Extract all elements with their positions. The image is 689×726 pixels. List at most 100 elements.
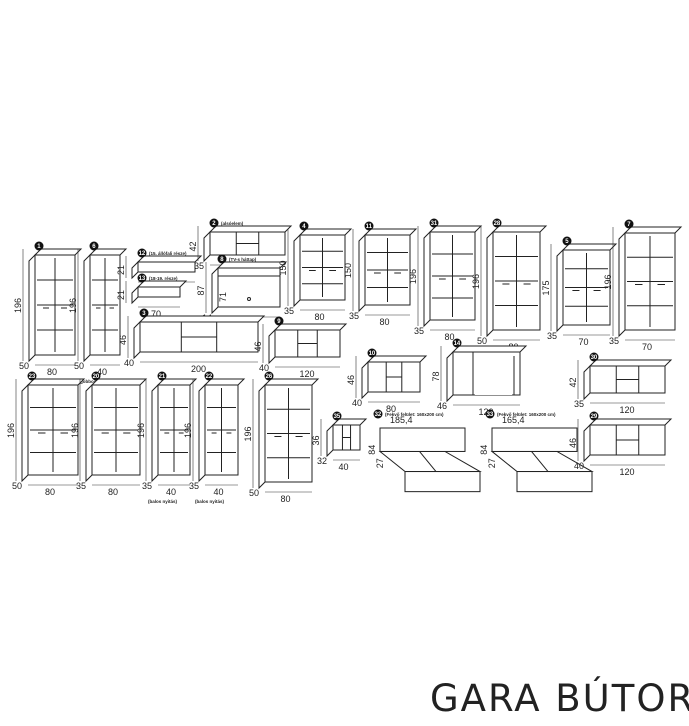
item-number-badge bbox=[589, 352, 599, 362]
side-face bbox=[361, 360, 369, 400]
height-label: 196 bbox=[603, 274, 613, 289]
side-face bbox=[21, 383, 29, 483]
depth-label: 35 bbox=[194, 261, 204, 271]
width-label: 185,4 bbox=[390, 415, 413, 425]
depth-label: 35 bbox=[284, 306, 294, 316]
item-number-badge bbox=[264, 371, 274, 381]
top-face bbox=[136, 255, 203, 263]
height-label: 196 bbox=[13, 298, 23, 313]
item-number: 1 bbox=[37, 244, 41, 250]
top-face bbox=[138, 315, 266, 323]
width-label: 120 bbox=[300, 369, 315, 379]
item-number: 3 bbox=[142, 311, 146, 317]
top-face bbox=[363, 228, 418, 236]
headboard bbox=[491, 427, 578, 452]
depth-label: 35 bbox=[414, 326, 424, 336]
top-face bbox=[561, 243, 618, 251]
top-face bbox=[216, 261, 288, 269]
item-note: (alsóelem) bbox=[221, 221, 244, 226]
height-label: 196 bbox=[6, 423, 16, 438]
depth-label: 35 bbox=[349, 311, 359, 321]
height-label: 196 bbox=[136, 423, 146, 438]
item-number-badge bbox=[139, 308, 149, 318]
bed-footboard bbox=[516, 471, 593, 493]
height-label: 175 bbox=[541, 280, 551, 295]
headboard bbox=[379, 427, 466, 452]
item-number-badge bbox=[624, 219, 634, 229]
brand-logo: GARA BÚTOR bbox=[430, 677, 689, 720]
item-number: 14 bbox=[454, 341, 461, 347]
item-number: 7 bbox=[627, 222, 631, 228]
depth-label: 35 bbox=[142, 481, 152, 491]
depth-label: 50 bbox=[249, 488, 259, 498]
top-face bbox=[428, 225, 483, 233]
item-number-badge bbox=[452, 338, 462, 348]
height-label: 46 bbox=[568, 438, 578, 448]
height-label: 87 bbox=[196, 285, 206, 295]
height-label: 150 bbox=[278, 260, 288, 275]
item-number-badge bbox=[562, 236, 572, 246]
depth-label: 32 bbox=[317, 456, 327, 466]
item-number-badge bbox=[204, 371, 214, 381]
depth-label: 50 bbox=[12, 481, 22, 491]
item-number: 20 bbox=[93, 374, 100, 380]
top-face bbox=[588, 359, 673, 367]
width-label: 40 bbox=[214, 487, 224, 497]
item-note: (balos nyitás) bbox=[195, 499, 225, 504]
top-face bbox=[366, 355, 428, 363]
depth-label: 50 bbox=[477, 336, 487, 346]
item-number: 23 bbox=[29, 374, 36, 380]
item-number: 26 bbox=[266, 374, 273, 380]
width-label: 80 bbox=[386, 404, 396, 414]
item-number-badge bbox=[157, 371, 167, 381]
height-label: 196 bbox=[408, 269, 418, 284]
top-face bbox=[451, 345, 528, 353]
depth-label: 35 bbox=[547, 331, 557, 341]
item-number-badge bbox=[89, 241, 99, 251]
depth-label: 50 bbox=[19, 361, 29, 371]
depth-label: 35 bbox=[609, 336, 619, 346]
item-number-badge bbox=[137, 248, 147, 258]
side-face bbox=[618, 231, 626, 338]
side-face bbox=[423, 230, 431, 328]
depth-label: 46 bbox=[437, 401, 447, 411]
width-label: 40 bbox=[166, 487, 176, 497]
item-number: 33 bbox=[487, 412, 494, 418]
furniture-item-5: 175 70 35 5 bbox=[541, 236, 618, 347]
width-label: 80 bbox=[315, 312, 325, 322]
item-number: 2 bbox=[212, 221, 216, 227]
height-label: 196 bbox=[68, 298, 78, 313]
depth-label: 40 bbox=[352, 398, 362, 408]
item-number: 28 bbox=[494, 221, 501, 227]
bed-frame bbox=[378, 450, 482, 473]
width-label: 165,4 bbox=[502, 415, 525, 425]
item-number: 35 bbox=[334, 414, 341, 420]
item-number-badge bbox=[217, 254, 227, 264]
side-face bbox=[83, 253, 91, 363]
height-label: 84 bbox=[479, 445, 489, 455]
height-label: 46 bbox=[253, 341, 263, 351]
depth-label: 40 bbox=[124, 358, 134, 368]
height-label: 46 bbox=[346, 375, 356, 385]
side-face bbox=[131, 260, 139, 280]
top-face bbox=[298, 228, 353, 236]
width-label: 70 bbox=[579, 337, 589, 347]
item-number: 5 bbox=[565, 239, 569, 245]
height-label: 196 bbox=[471, 274, 481, 289]
front-face bbox=[137, 261, 196, 273]
side-face bbox=[131, 285, 139, 305]
top-face bbox=[26, 378, 86, 386]
item-number-badge bbox=[27, 371, 37, 381]
height-label: 46 bbox=[118, 335, 128, 345]
